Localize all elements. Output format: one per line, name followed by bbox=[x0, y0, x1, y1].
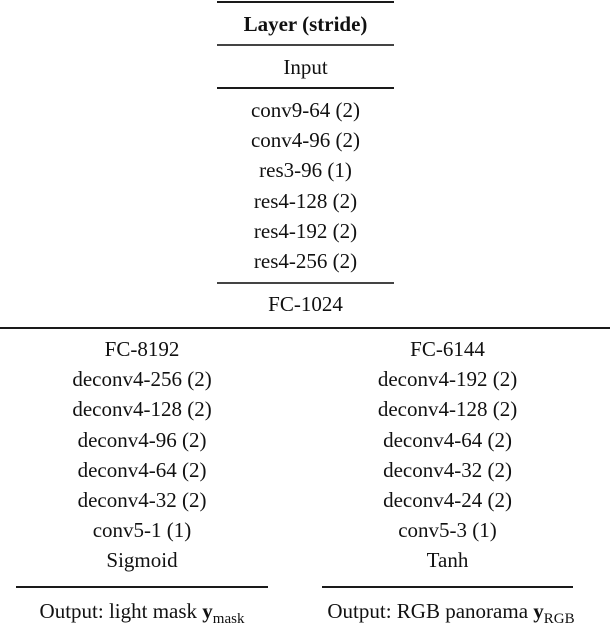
mask-layer: conv5-1 (1) bbox=[92, 518, 192, 543]
rgb-layer: deconv4-64 (2) bbox=[383, 427, 512, 452]
encoder-rule bbox=[217, 282, 394, 284]
rgb-layer: conv5-3 (1) bbox=[398, 518, 497, 543]
mask-output-prefix: Output: light mask bbox=[39, 599, 203, 623]
rgb-output-subscript: RGB bbox=[543, 611, 575, 627]
split-rule bbox=[0, 327, 610, 329]
rgb-layer: deconv4-128 (2) bbox=[377, 397, 518, 422]
rgb-output-symbol: y bbox=[533, 599, 544, 623]
encoder-layer: res4-256 (2) bbox=[253, 248, 358, 273]
encoder-layer: conv9-64 (2) bbox=[250, 98, 361, 122]
mask-output-subscript: mask bbox=[212, 611, 245, 627]
rgb-layer: Tanh bbox=[426, 548, 469, 573]
mask-layer: deconv4-96 (2) bbox=[77, 427, 207, 452]
mask-output-label: Output: light mask ymask bbox=[0, 598, 284, 627]
top-rule bbox=[217, 1, 394, 3]
header-rule bbox=[217, 44, 394, 46]
mask-layer: Sigmoid bbox=[106, 548, 178, 573]
rgb-layer: FC-6144 bbox=[410, 337, 485, 361]
column-header: Layer (stride) bbox=[243, 12, 368, 36]
input-rule bbox=[217, 87, 394, 89]
encoder-layer-list: conv9-64 (2) conv4-96 (2) res3-96 (1) re… bbox=[217, 95, 394, 276]
encoder-layer: conv4-96 (2) bbox=[250, 128, 361, 153]
mask-layer: deconv4-64 (2) bbox=[77, 457, 207, 482]
rgb-output-label: Output: RGB panorama yRGB bbox=[290, 598, 612, 627]
encoder-layer: res3-96 (1) bbox=[259, 158, 352, 183]
rgb-layer: deconv4-32 (2) bbox=[383, 457, 512, 482]
rgb-output-prefix: Output: RGB panorama bbox=[327, 599, 534, 623]
rgb-layer: deconv4-192 (2) bbox=[377, 367, 518, 392]
input-row: Input bbox=[283, 55, 328, 79]
bottleneck-row: FC-1024 bbox=[268, 292, 343, 316]
mask-output-rule bbox=[16, 586, 268, 588]
mask-output-symbol: y bbox=[202, 599, 213, 623]
encoder-layer: res4-192 (2) bbox=[253, 218, 358, 243]
rgb-branch-layer-list: FC-6144 deconv4-192 (2) deconv4-128 (2) … bbox=[322, 334, 573, 576]
mask-layer: FC-8192 bbox=[104, 337, 180, 361]
mask-layer: deconv4-128 (2) bbox=[72, 397, 212, 422]
mask-layer: deconv4-32 (2) bbox=[77, 487, 207, 512]
rgb-layer: deconv4-24 (2) bbox=[383, 487, 512, 512]
rgb-output-rule bbox=[322, 586, 573, 588]
mask-layer: deconv4-256 (2) bbox=[72, 367, 212, 392]
mask-branch-layer-list: FC-8192 deconv4-256 (2) deconv4-128 (2) … bbox=[16, 334, 268, 576]
encoder-layer: res4-128 (2) bbox=[253, 188, 358, 213]
